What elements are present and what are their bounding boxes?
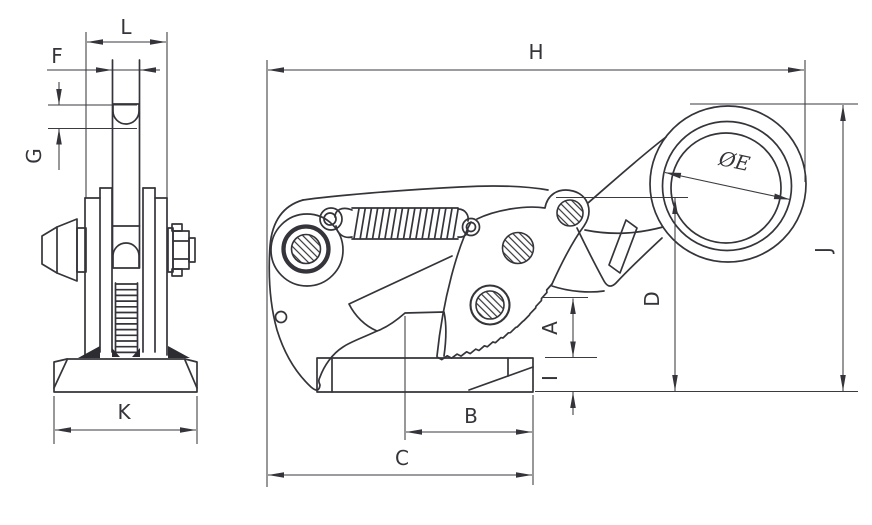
dimension-F: F — [47, 44, 160, 73]
spring-coil-line — [446, 207, 453, 240]
base-pad — [316, 357, 534, 393]
dimension-label-d: D — [640, 291, 664, 306]
shackle-pin-slot — [112, 103, 140, 125]
spring-coil-line — [377, 207, 385, 240]
side-plates — [84, 187, 168, 356]
front-view: L F G K — [22, 15, 198, 444]
dimension-A: A — [538, 298, 576, 357]
dimension-label-b: B — [464, 404, 478, 428]
serrated-cam-edge — [436, 283, 553, 361]
spring-coil-line — [408, 207, 416, 240]
dimension-E: ØE — [664, 146, 791, 201]
dimension-D: D — [640, 198, 678, 391]
handle-wedge-edge — [576, 227, 663, 287]
spring-coil-line — [396, 207, 404, 240]
lower-body-edge — [551, 285, 605, 293]
dimension-B: B — [406, 404, 532, 435]
side-view-extension-lines — [266, 60, 858, 487]
cam-pin-top — [556, 199, 584, 227]
spring-coil-line — [439, 207, 447, 240]
shackle-bar — [111, 59, 141, 269]
dimension-label-f: F — [51, 44, 63, 68]
cam-pin-bottom — [475, 290, 505, 320]
dimension-I: I — [538, 375, 576, 415]
dimension-K: K — [55, 400, 196, 433]
dimension-label-g: G — [22, 148, 46, 164]
handle-stub — [608, 219, 638, 274]
spring-coil-line — [353, 207, 360, 240]
cam-pin-middle — [501, 231, 535, 265]
pivot-bolt — [281, 224, 331, 274]
clamp-front-body — [41, 59, 198, 393]
top-arm-edge — [302, 185, 549, 201]
dimension-label-k: K — [117, 400, 131, 424]
spring-coil-line — [384, 207, 391, 240]
spring-coil-line — [365, 207, 373, 240]
dimension-label-h: H — [528, 40, 543, 64]
dimension-label-a: A — [538, 321, 562, 335]
bar-round-end — [112, 242, 140, 269]
dimension-label-e: ØE — [716, 146, 753, 176]
hex-bolt — [167, 223, 196, 277]
dimension-H: H — [268, 40, 804, 73]
front-view-extension-lines — [48, 32, 198, 444]
spring-coil-line — [433, 207, 441, 240]
tension-spring — [334, 207, 470, 240]
dimension-label-j: J — [811, 247, 835, 255]
cam-lever — [436, 189, 590, 361]
dimension-label-i: I — [538, 375, 562, 381]
clamp-frame — [268, 185, 605, 391]
dimension-G: G — [22, 82, 62, 170]
cam-pivot-ring — [469, 284, 511, 326]
pivot-boss — [270, 213, 344, 287]
spring-coil-line — [371, 207, 379, 240]
foot-base — [53, 358, 198, 393]
spring-coil-line — [415, 207, 422, 240]
spring-coil-line — [402, 207, 410, 240]
dimension-C: C — [268, 446, 532, 478]
spring-coil-line — [427, 207, 435, 240]
dimension-label-l: L — [120, 15, 132, 39]
dimension-J: J — [811, 105, 846, 391]
dimension-L: L — [87, 15, 166, 45]
dimension-label-c: C — [395, 446, 409, 470]
lifting-ring — [649, 105, 807, 263]
cam-left-edge — [436, 221, 472, 357]
cam-right-top-edge — [476, 189, 590, 285]
spring-anchor-frame — [319, 207, 343, 231]
cone-point-bolt — [41, 218, 87, 282]
spring-coil-line — [390, 207, 398, 240]
ring-neck-lower — [584, 226, 664, 235]
frame-hole — [274, 310, 288, 324]
spring-coil-line — [359, 207, 367, 240]
jaw-mouth-edge — [348, 255, 453, 332]
weld-marks — [78, 346, 190, 358]
handle-assembly — [576, 105, 807, 287]
adjusting-rack — [114, 282, 139, 354]
side-view: H ØE J D A — [266, 40, 858, 487]
frame-outline — [268, 199, 447, 391]
spring-coil-line — [421, 207, 429, 240]
ring-neck-upper — [587, 136, 667, 204]
spring-coil-line — [452, 207, 460, 240]
